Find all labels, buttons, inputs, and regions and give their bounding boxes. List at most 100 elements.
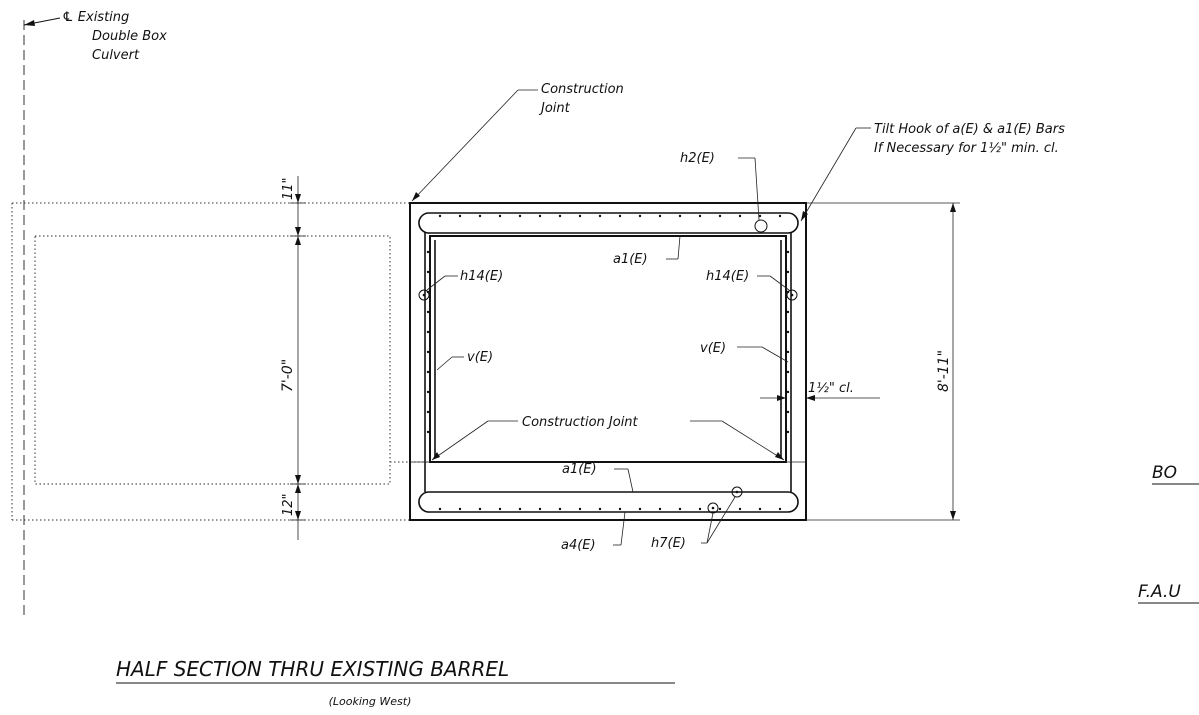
h14-left-label: h14(E) (460, 269, 503, 284)
rebar-dot-bottom-slab (558, 507, 562, 511)
a1-top-label: a1(E) (613, 252, 648, 267)
dim-arrow-1 (295, 194, 301, 203)
clearance-label: 1½" cl. (808, 381, 854, 396)
rebar-dot-left-wall (426, 410, 430, 414)
rebar-dot-top-slab (598, 214, 602, 218)
rebar-dot-top-slab (498, 214, 502, 218)
rebar-dot-right-wall (786, 270, 790, 274)
rebar-dot-bottom-slab (738, 507, 742, 511)
barrel-inner-outline (429, 235, 787, 463)
h7-bar-circle-1 (731, 486, 743, 498)
h14-left-leader (426, 275, 446, 291)
clearance-arrow-left (777, 395, 786, 401)
rebar-dot-top-slab (618, 214, 622, 218)
rebar-dot-top-slab (478, 214, 482, 218)
h14-right-label: h14(E) (706, 269, 749, 284)
rebar-dot-bottom-slab (778, 507, 782, 511)
rebar-dot-bottom-slab (518, 507, 522, 511)
rebar-dot-left-wall (426, 250, 430, 254)
rebar-dot-bottom-slab (678, 507, 682, 511)
rebar-dot-bottom-slab (458, 507, 462, 511)
a4-leader-v (620, 511, 626, 546)
h14-right-bar-center (790, 293, 794, 297)
rebar-dots (426, 214, 790, 511)
rebar-dot-top-slab (458, 214, 462, 218)
edge-text-bo: BO (1152, 463, 1177, 483)
h7-leader-2 (706, 496, 736, 544)
rebar-dot-left-wall (426, 330, 430, 334)
rebar-dot-right-wall (786, 330, 790, 334)
right-dimension: 8'-11" (806, 202, 960, 521)
a4-label: a4(E) (561, 538, 596, 553)
cj-top-label-2: Joint (538, 101, 571, 116)
top-slab-bar-loop (418, 212, 799, 234)
rebar-dot-top-slab (438, 214, 442, 218)
rebar-dot-top-slab (778, 214, 782, 218)
rebar-dot-top-slab (718, 214, 722, 218)
dim-arrow-right-top (950, 203, 956, 212)
dim-arrow-3 (295, 227, 301, 236)
clearance-arrow-right (806, 395, 815, 401)
rebar-dot-top-slab (558, 214, 562, 218)
rebar-dot-left-wall (426, 390, 430, 394)
rebar-dot-top-slab (578, 214, 582, 218)
h14-left-bar-center (422, 293, 426, 297)
left-dimension-chain: 11" 7'-0" 12" (280, 176, 306, 540)
v-right-leader (761, 346, 789, 363)
h7-leader-1 (706, 512, 714, 544)
rebar-dot-right-wall (786, 310, 790, 314)
tilt-hook-label-2: If Necessary for 1½" min. cl. (874, 141, 1059, 156)
rebar-dot-left-wall (426, 350, 430, 354)
rebar-dot-bottom-slab (658, 507, 662, 511)
annotations: Construction Joint Tilt Hook of a(E) & a… (411, 82, 1065, 553)
title-block: HALF SECTION THRU EXISTING BARREL (Looki… (116, 657, 675, 708)
title-main: HALF SECTION THRU EXISTING BARREL (116, 657, 509, 681)
rebar-dot-right-wall (786, 410, 790, 414)
cj-bottom-arrow-right (775, 452, 784, 460)
rebar-dot-bottom-slab (438, 507, 442, 511)
rebar-dot-right-wall (786, 430, 790, 434)
cj-top-arrow (412, 192, 420, 201)
cj-bottom-label: Construction Joint (522, 415, 639, 430)
h2-bar-circle (754, 219, 768, 233)
tilt-hook-arrow (801, 211, 808, 221)
rebar-dot-bottom-slab (698, 507, 702, 511)
existing-barrel-outline (11, 202, 430, 521)
dim-arrow-right-bottom (950, 511, 956, 520)
dim-clear-height: 7'-0" (280, 359, 296, 392)
centerline-group: ℄ Existing Double Box Culvert (23, 10, 167, 620)
h14-right-bar-circle (786, 289, 798, 301)
rebar-dot-left-wall (426, 430, 430, 434)
rebar-dot-top-slab (638, 214, 642, 218)
rebar-dot-top-slab (698, 214, 702, 218)
dim-arrow-4 (295, 475, 301, 484)
h14-left-bar-circle (418, 289, 430, 301)
v-left-label: v(E) (467, 350, 493, 365)
rebar-dot-top-slab (678, 214, 682, 218)
h7-bar-center-1 (735, 490, 739, 494)
barrel-outer-outline (409, 202, 807, 521)
rebar-dot-top-slab (658, 214, 662, 218)
rebar-dot-bottom-slab (578, 507, 582, 511)
cj-bottom-arrow-left (432, 452, 440, 460)
rebar-dot-right-wall (786, 250, 790, 254)
rebar-dot-bottom-slab (538, 507, 542, 511)
rebar-dot-right-wall (786, 350, 790, 354)
rebar-dot-left-wall (426, 310, 430, 314)
rebar-dot-right-wall (786, 390, 790, 394)
v-right-label: v(E) (700, 341, 726, 356)
rebar-dot-bottom-slab (638, 507, 642, 511)
rebar-dot-top-slab (518, 214, 522, 218)
rebar-dot-right-wall (786, 370, 790, 374)
rebar-dot-bottom-slab (758, 507, 762, 511)
centerline-label-3: Culvert (92, 48, 140, 63)
centerline-arrowhead (24, 20, 35, 26)
h7-label: h7(E) (651, 536, 686, 551)
dim-top-slab: 11" (281, 177, 296, 200)
a1-top-leader-v (677, 235, 681, 260)
dim-arrow-2 (295, 236, 301, 245)
cj-top-leader (411, 89, 519, 202)
edge-text-fau: F.A.U (1138, 582, 1181, 602)
h2-label: h2(E) (680, 151, 715, 166)
bottom-slab-bar-loop (418, 491, 799, 513)
